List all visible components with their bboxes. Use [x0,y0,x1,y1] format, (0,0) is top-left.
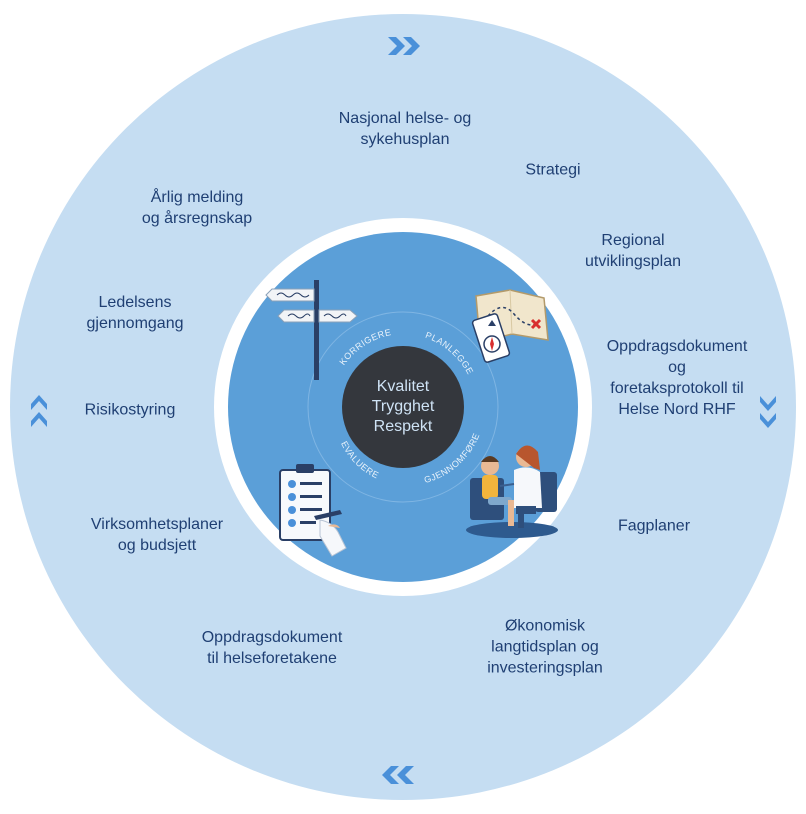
label-ledelsens-gjennomgang: Ledelsens gjennomgang [86,294,184,332]
label-regional-utviklingsplan: Regional utviklingsplan [584,232,682,270]
label-arlig-melding-og-arsregnskap: Årlig melding og årsregnskap [141,189,253,227]
center-values-text: Kvalitet Trygghet Respekt [371,378,435,435]
chevron-left-double-icon [382,766,414,784]
label-okonomisk-langtidsplan: Økonomisk langtidsplan og investeringspl… [487,617,603,677]
label-fagplaner: Fagplaner [617,517,691,535]
center-circle [342,346,464,468]
label-strategi: Strategi [525,161,581,179]
chevron-up-double-icon [31,395,47,427]
chevron-right-double-icon [388,37,420,55]
chevron-down-double-icon [760,396,776,428]
checklist-clipboard-icon [279,464,347,557]
signpost-icon [265,280,358,380]
cycle-ring [307,311,499,503]
label-oppdragsdokument-helse-nord: Oppdragsdokument og foretaksprotokoll ti… [606,338,748,418]
label-oppdragsdokument-helseforetakene: Oppdragsdokument til helseforetakene [201,629,343,667]
label-virksomhetsplaner-og-budsjett: Virksomhetsplaner og budsjett [90,516,224,554]
label-risikostyring: Risikostyring [84,401,176,419]
treasure-map-compass-icon [471,289,549,363]
label-nasjonal-helse-og-sykehusplan: Nasjonal helse- og sykehusplan [338,110,472,148]
doctor-patient-icon [466,445,558,538]
